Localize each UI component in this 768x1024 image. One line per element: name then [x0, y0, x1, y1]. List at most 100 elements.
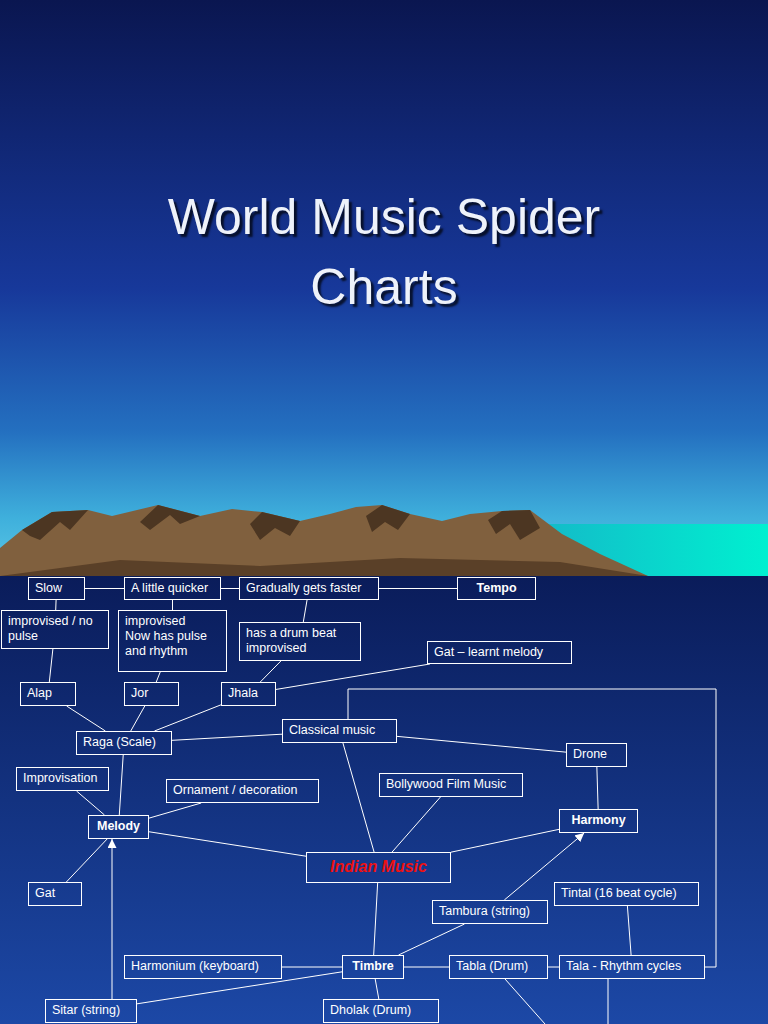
concept-box: Alap	[20, 682, 76, 706]
concept-box: Tintal (16 beat cycle)	[554, 882, 699, 906]
connector	[404, 967, 449, 968]
connector	[548, 967, 559, 968]
concept-box: Slow	[28, 577, 85, 600]
box-text: Slow	[35, 581, 78, 596]
mountain-shadow	[250, 512, 300, 540]
mountain-shadow	[366, 505, 410, 532]
connector	[392, 797, 440, 852]
mountain-shadow	[140, 505, 200, 530]
box-text: Jor	[131, 686, 172, 701]
concept-box: Gradually gets faster	[239, 577, 379, 600]
connector	[67, 706, 106, 731]
concept-box: Gat – learnt melody	[427, 641, 572, 664]
offscreen-line	[505, 979, 545, 1024]
concept-box: Melody	[88, 815, 149, 839]
connector	[77, 791, 105, 815]
sky	[0, 0, 768, 576]
concept-box: Indian Music	[306, 852, 451, 883]
connector	[348, 689, 716, 967]
connector	[374, 883, 378, 955]
box-text: Improvisation	[23, 771, 102, 786]
concept-box: Timbre	[342, 955, 404, 979]
connector	[85, 588, 124, 589]
box-text: Melody	[95, 819, 142, 834]
box-text: Sitar (string)	[52, 1003, 130, 1018]
slide-title: World Music Spider Charts	[104, 182, 664, 322]
box-text: Tabla (Drum)	[456, 959, 541, 974]
connector	[276, 664, 430, 689]
box-text: Gat – learnt melody	[434, 645, 565, 660]
connector	[375, 979, 379, 999]
connector	[597, 767, 598, 809]
connector	[379, 588, 457, 589]
box-text: Tintal (16 beat cycle)	[561, 886, 692, 901]
box-text: Drone	[573, 747, 620, 762]
box-text: Tambura (string)	[439, 904, 541, 919]
connector	[221, 588, 239, 589]
connector	[172, 600, 173, 610]
concept-box: Harmony	[559, 809, 638, 833]
box-text: Now has pulse and rhythm	[125, 629, 220, 659]
box-text: Ornament / decoration	[173, 783, 312, 798]
concept-box: Dholak (Drum)	[323, 999, 439, 1023]
concept-box: Ornament / decoration	[166, 779, 319, 803]
connector	[149, 803, 201, 818]
concept-box: Jor	[124, 682, 179, 706]
concept-box: Improvisation	[16, 767, 109, 791]
connector	[66, 839, 107, 882]
box-text: improvised	[125, 614, 220, 629]
connector	[156, 672, 160, 682]
concept-box: Jhala	[221, 682, 276, 706]
concept-box: Drone	[566, 743, 627, 767]
concept-box: Raga (Scale)	[76, 731, 172, 755]
concept-box: improvised / no pulse	[1, 610, 109, 649]
box-text: improvised / no pulse	[8, 614, 102, 644]
connector	[49, 649, 53, 682]
box-text: has a drum beat improvised	[246, 626, 354, 656]
connector	[260, 661, 281, 682]
concept-box: Gat	[28, 882, 82, 906]
box-text: Dholak (Drum)	[330, 1003, 432, 1018]
concept-box: Tambura (string)	[432, 900, 548, 924]
concept-box: Tempo	[457, 577, 536, 600]
mountain-shadow	[0, 558, 648, 576]
concept-box: Tala - Rhythm cycles	[559, 955, 705, 979]
box-text: Indian Music	[313, 857, 444, 877]
connector	[55, 600, 56, 610]
chart-background	[0, 576, 768, 1024]
box-text: Alap	[27, 686, 69, 701]
connector	[282, 967, 342, 968]
box-text: Harmonium (keyboard)	[131, 959, 275, 974]
box-text: Gradually gets faster	[246, 581, 372, 596]
mountains	[0, 505, 648, 576]
concept-box: Sitar (string)	[45, 999, 137, 1023]
connector	[303, 600, 307, 622]
connector	[343, 743, 374, 852]
mountain-shadow	[488, 510, 540, 540]
box-text: Tempo	[464, 581, 529, 596]
concept-box: Harmonium (keyboard)	[124, 955, 282, 979]
connector	[131, 706, 145, 731]
concept-box: Tabla (Drum)	[449, 955, 548, 979]
connector	[154, 705, 221, 731]
box-text: Harmony	[566, 813, 631, 828]
connector	[451, 829, 559, 852]
concept-box: has a drum beat improvised	[239, 622, 361, 661]
box-text: Jhala	[228, 686, 269, 701]
connector	[137, 972, 342, 1004]
box-text: Tala - Rhythm cycles	[566, 959, 698, 974]
connector	[172, 734, 282, 740]
box-text: Gat	[35, 886, 75, 901]
connector	[149, 832, 306, 856]
box-text: Timbre	[349, 959, 397, 974]
box-text: Raga (Scale)	[83, 735, 165, 750]
concept-box: improvisedNow has pulse and rhythm	[118, 610, 227, 672]
box-text: Classical music	[289, 723, 390, 738]
concept-box: Bollywood Film Music	[379, 773, 523, 797]
concept-box: A little quicker	[124, 577, 221, 600]
connector	[119, 755, 123, 815]
offscreen-line	[608, 979, 609, 1024]
connector	[399, 924, 465, 955]
mountain-shadow	[22, 510, 88, 540]
